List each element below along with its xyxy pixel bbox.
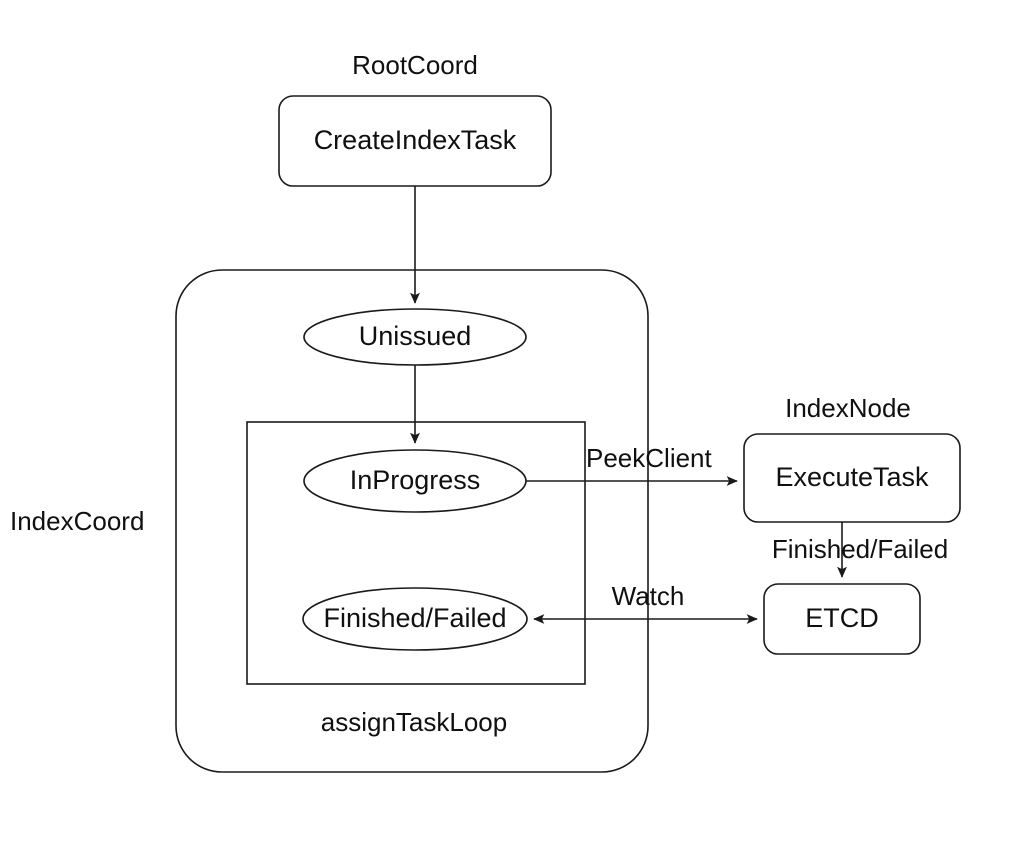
edge-label-finished-failed-result: Finished/Failed [772,534,948,564]
node-finished-failed-ellipse[interactable] [302,587,528,651]
group-label-assign-task-loop: assignTaskLoop [321,707,507,737]
edge-label-watch: Watch [612,581,685,611]
node-label-in-progress: InProgress [350,465,481,495]
node-execute-task-box[interactable] [743,433,961,523]
group-label-index-coord: IndexCoord [10,506,144,536]
node-label-etcd: ETCD [805,603,879,633]
group-label-index-node: IndexNode [785,393,911,423]
node-etcd-box[interactable] [763,583,921,655]
edge-label-peek-client: PeekClient [586,443,713,473]
node-label-execute-task: ExecuteTask [775,462,929,492]
group-label-root-coord: RootCoord [352,50,478,80]
node-label-finished-failed-state: Finished/Failed [323,603,506,633]
node-label-unissued: Unissued [359,321,472,351]
node-label-create-index-task: CreateIndexTask [314,125,517,155]
